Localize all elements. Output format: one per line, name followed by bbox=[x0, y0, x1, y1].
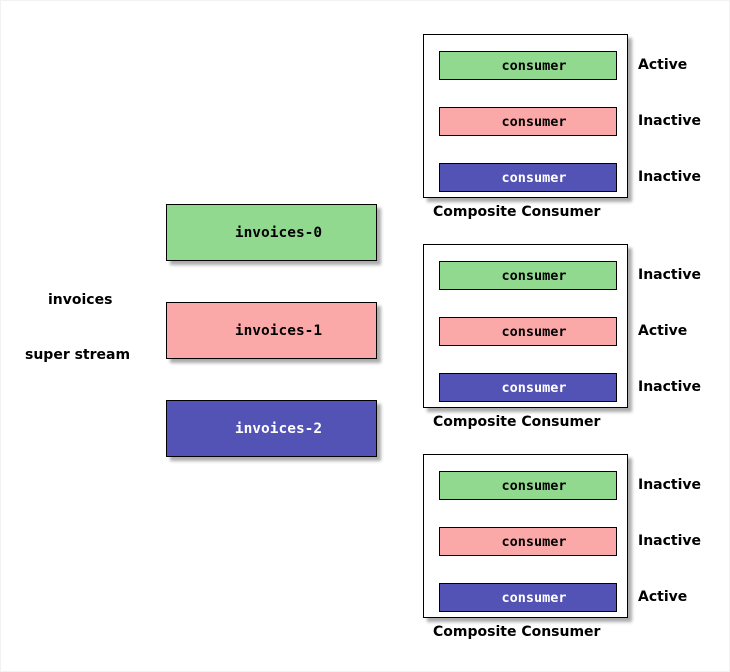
composite-consumer-caption: Composite Consumer bbox=[433, 204, 601, 220]
consumer-box-green: consumer bbox=[439, 51, 617, 80]
composite-consumer-group-2: consumer consumer consumer Inactive Inac… bbox=[423, 454, 701, 640]
composite-consumer-caption: Composite Consumer bbox=[433, 624, 601, 640]
consumer-box-blue: consumer bbox=[439, 373, 617, 402]
stream-partition-label: invoices-2 bbox=[234, 420, 323, 437]
stream-name-label: invoices bbox=[48, 292, 113, 308]
consumer-status-badge: Inactive bbox=[638, 168, 702, 185]
consumer-label: consumer bbox=[501, 57, 567, 74]
consumer-label: consumer bbox=[501, 533, 567, 550]
stream-partition-1: invoices-1 bbox=[166, 302, 377, 359]
consumer-row: consumer bbox=[439, 163, 617, 192]
consumer-label: consumer bbox=[501, 589, 567, 606]
consumer-row: consumer bbox=[439, 107, 617, 136]
composite-consumer-box: consumer consumer consumer bbox=[423, 454, 628, 618]
consumer-status-badge: Inactive bbox=[638, 476, 702, 493]
composite-consumer-caption: Composite Consumer bbox=[433, 414, 601, 430]
consumer-box-pink: consumer bbox=[439, 527, 617, 556]
stream-partition-label: invoices-0 bbox=[234, 224, 323, 241]
consumer-row: consumer bbox=[439, 471, 617, 500]
consumer-row: consumer bbox=[439, 583, 617, 612]
consumer-box-pink: consumer bbox=[439, 317, 617, 346]
consumer-label: consumer bbox=[501, 323, 567, 340]
consumer-status-badge: Inactive bbox=[638, 112, 702, 129]
consumer-status-badge: Inactive bbox=[638, 266, 702, 283]
consumer-status-badge: Inactive bbox=[638, 378, 702, 395]
consumer-row: consumer bbox=[439, 373, 617, 402]
stream-partition-label: invoices-1 bbox=[234, 322, 323, 339]
consumer-label: consumer bbox=[501, 267, 567, 284]
stream-partition-2: invoices-2 bbox=[166, 400, 377, 457]
consumer-row: consumer bbox=[439, 261, 617, 290]
stream-partition-0: invoices-0 bbox=[166, 204, 377, 261]
consumer-status-badge: Active bbox=[638, 322, 688, 339]
composite-consumer-group-1: consumer consumer consumer Inactive Acti… bbox=[423, 244, 701, 430]
consumer-label: consumer bbox=[501, 477, 567, 494]
consumer-status-badge: Active bbox=[638, 56, 688, 73]
consumer-label: consumer bbox=[501, 169, 567, 186]
consumer-status-badge: Inactive bbox=[638, 532, 702, 549]
stream-type-label: super stream bbox=[25, 347, 131, 363]
composite-consumer-box: consumer consumer consumer bbox=[423, 244, 628, 408]
consumer-status-badge: Active bbox=[638, 588, 688, 605]
consumer-box-pink: consumer bbox=[439, 107, 617, 136]
consumer-box-green: consumer bbox=[439, 471, 617, 500]
composite-consumer-box: consumer consumer consumer bbox=[423, 34, 628, 198]
consumer-row: consumer bbox=[439, 317, 617, 346]
consumer-label: consumer bbox=[501, 379, 567, 396]
consumer-box-blue: consumer bbox=[439, 163, 617, 192]
consumer-label: consumer bbox=[501, 113, 567, 130]
composite-consumer-group-0: consumer consumer consumer Active Inacti… bbox=[423, 34, 701, 220]
consumer-box-blue: consumer bbox=[439, 583, 617, 612]
consumer-row: consumer bbox=[439, 527, 617, 556]
consumer-box-green: consumer bbox=[439, 261, 617, 290]
consumer-row: consumer bbox=[439, 51, 617, 80]
